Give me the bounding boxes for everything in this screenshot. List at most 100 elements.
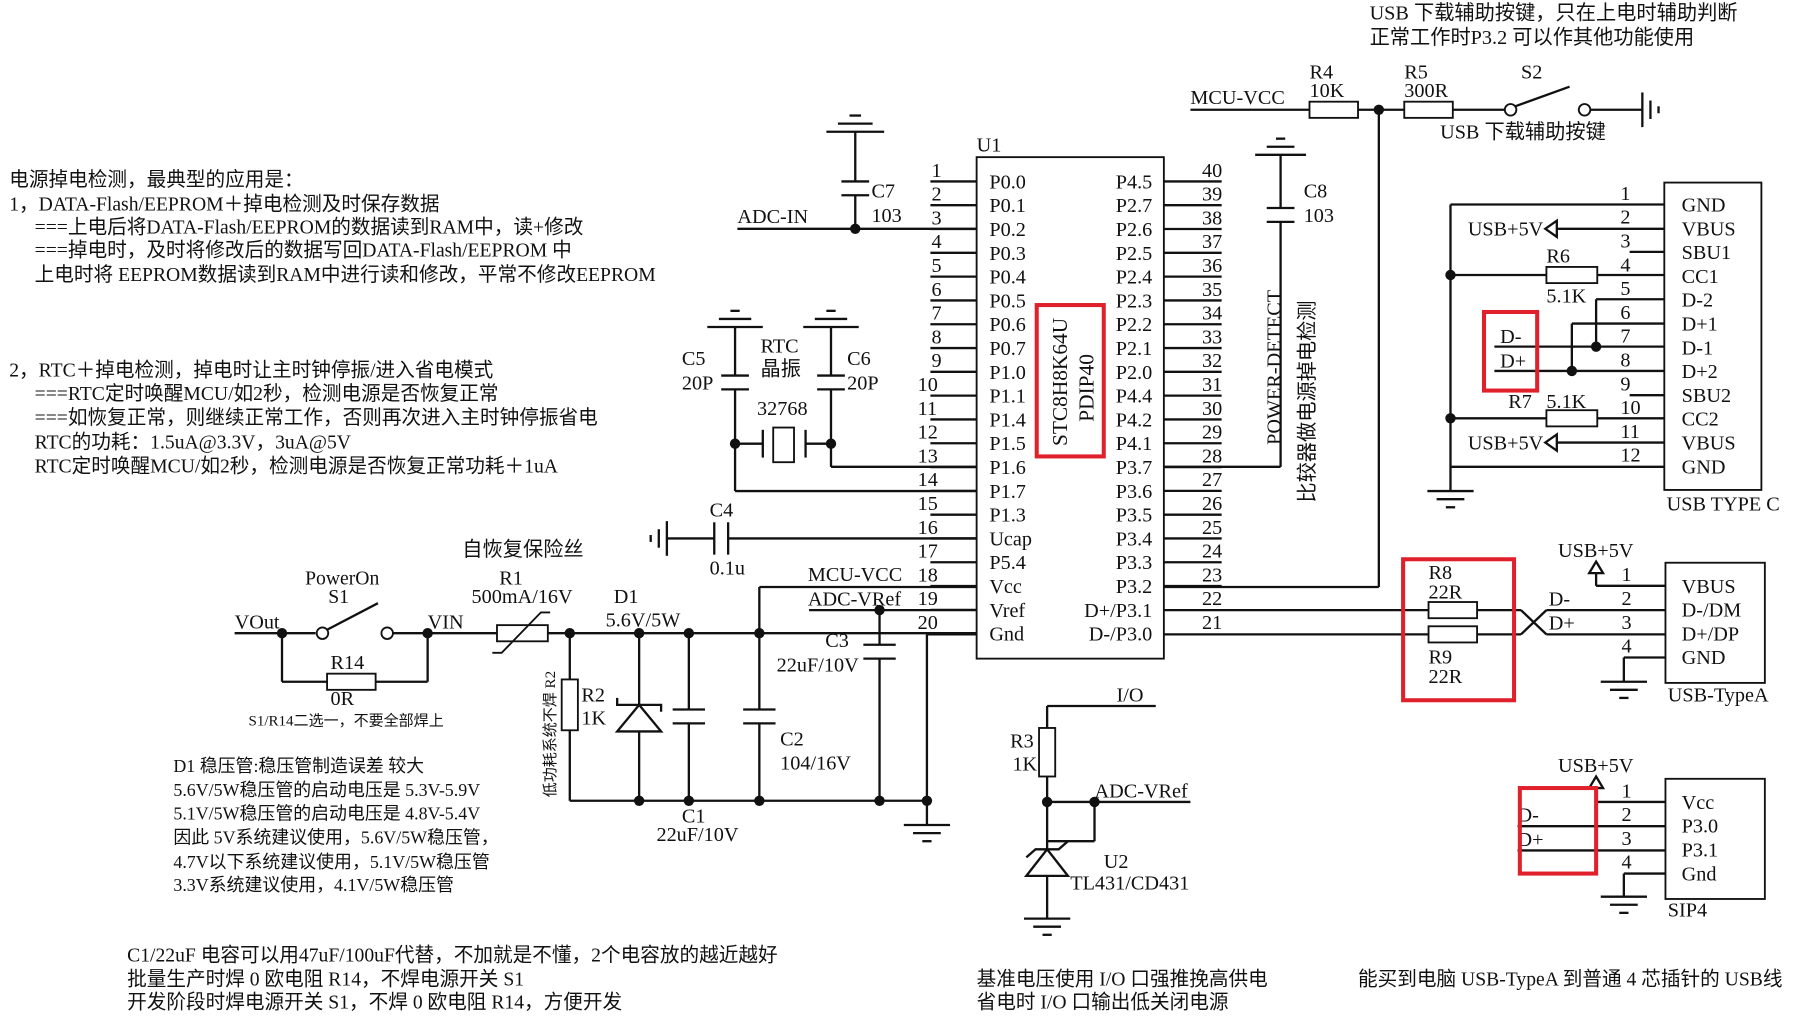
mcu-pin-name: P2.5 [1116,243,1153,265]
typea-pin-number: 1 [1622,564,1632,586]
d1-ref: D1 [614,586,639,608]
typec-pin-number: 11 [1620,421,1639,443]
mcu-pin-name: P0.7 [989,338,1026,360]
power-input-circuit: VOut VIN PowerOn S1 R14 0R S1/R14二选一，不要全… [234,538,977,846]
typec-title: USB TYPE C [1667,494,1780,516]
typec-pin-number: 8 [1620,350,1630,372]
typec-pin-name: D-2 [1682,290,1713,312]
r1-ref: R1 [499,568,523,590]
net-adc-vref-u2: ADC-VRef [1095,780,1188,802]
mcu-pin-name: P0.4 [989,267,1026,289]
mcu-pin-number: 35 [1202,279,1222,301]
note-line: 2，RTC＋掉电检测，掉电时让主时钟停振/进入省电模式 [9,360,493,382]
c1-ref: C1 [682,806,706,828]
r3-ref: R3 [1010,731,1034,753]
mcu-pin-name: P1.5 [989,433,1026,455]
note-line: 基准电压使用 I/O 口强推挽高供电 [977,969,1268,991]
typec-pin-name: D+1 [1682,313,1718,335]
sip4-pin-number: 4 [1622,852,1632,874]
mcu-pin-number: 3 [932,207,942,229]
r9-ref: R9 [1429,646,1453,668]
mcu-part: STC8H8K64U [1048,318,1072,446]
mcu-pin-name: P2.3 [1116,290,1153,312]
mcu-pin-number: 10 [918,374,938,396]
mcu-pin-number: 14 [918,469,938,491]
d1-value: 5.6V/5W [606,609,682,631]
mcu-pin-number: 26 [1202,493,1222,515]
mcu-pin-number: 9 [932,350,942,372]
u2-ref: U2 [1104,851,1129,873]
typea-net-usb5v: USB+5V [1558,540,1634,562]
r2-value: 1K [581,708,606,730]
xtal-value: 32768 [757,398,808,420]
net-vin: VIN [428,612,464,634]
c7-ref: C7 [871,181,895,203]
mcu-pin-name: P4.5 [1116,171,1153,193]
sip4-dpdm-highlight [1517,786,1599,876]
mcu-pin-number: 32 [1202,350,1222,372]
xtal-label-cn: 晶振 [760,358,800,381]
usb-type-c-connector: 1GND2VBUS3SBU14CC15D-26D+17D-18D+29SBU21… [1427,181,1780,516]
r2-ref: R2 [581,684,605,706]
note-line: RTC定时唤醒MCU/如2秒，检测电源是否恢复正常功耗＋1uA [35,456,559,478]
mcu-pin-number: 12 [918,422,938,444]
s1-r14-note: S1/R14二选一，不要全部焊上 [248,712,443,730]
net-power-detect: POWER-DETECT [1264,289,1286,445]
mcu-pin-number: 15 [918,493,938,515]
c2-value: 104/16V [780,753,851,775]
mcu-pin-name: P2.4 [1116,267,1153,289]
note-line: 开发阶段时焊电源开关 S1，不焊 0 欧电阻 R14，方便开发 [127,992,622,1014]
sip4-pin-name: Vcc [1682,792,1715,814]
mcu-pin-name: P1.1 [989,386,1026,408]
mcu-pin-number: 19 [918,588,938,610]
typec-pin-name: SBU1 [1682,242,1731,264]
sip4-title: SIP4 [1668,899,1707,921]
typea-pin-name: D-/DM [1682,600,1742,622]
mcu-pin-name: P0.6 [989,314,1026,336]
mcu-pin-number: 23 [1202,564,1222,586]
mcu-pin-name: D-/P3.0 [1089,624,1152,646]
typea-pin-name: D+/DP [1682,623,1739,645]
mcu-pin-number: 1 [932,160,942,182]
mcu-pin-number: 8 [932,326,942,348]
note-power-detect: 电源掉电检测，最典型的应用是： 1，DATA-Flash/EEPROM＋掉电检测… [9,169,655,286]
fuse-label: 自恢复保险丝 [462,538,583,561]
mcu-pin-name: P3.3 [1116,552,1153,574]
r7-ref: R7 [1508,391,1532,413]
typec-net-dminus: D- [1500,326,1521,348]
usb-type-a-connector: R8 22R R9 22R D- D+ 1VBUS2D-/DM3D+/DP4GN… [1163,540,1769,706]
typea-pin-name: VBUS [1682,576,1736,598]
mcu-pin-name: P3.2 [1116,576,1153,598]
typec-pin-number: 10 [1620,397,1640,419]
note-line: 4.7V以下系统建议使用，5.1V/5W稳压管 [173,852,489,872]
typec-pin-number: 5 [1620,278,1630,300]
r6-value: 5.1K [1546,286,1586,308]
mcu-pin-name: P2.7 [1116,195,1153,217]
net-adc-vref: ADC-VRef [808,588,901,610]
net-vout: VOut [235,612,280,634]
typec-pin-number: 6 [1620,302,1630,324]
sip4-net-usb5v: USB+5V [1558,755,1634,777]
sip4-pin-name: P3.1 [1682,839,1719,861]
note-line: RTC的功耗：1.5uA@3.3V，3uA@5V [35,431,351,453]
mcu-pin-name: P3.4 [1116,528,1153,550]
sip4-pin-number: 3 [1622,828,1632,850]
mcu-pin-number: 37 [1202,231,1222,253]
mcu-pin-number: 16 [918,517,938,539]
mcu-pin-name: Gnd [989,624,1024,646]
sip4-pin-number: 2 [1622,804,1632,826]
net-mcu-vcc: MCU-VCC [808,564,902,586]
c6-ref: C6 [847,348,871,370]
mcu-pin-number: 30 [1202,398,1222,420]
note-line: 省电时 I/O 口输出低关闭电源 [977,992,1229,1014]
typec-pin-number: 1 [1620,183,1630,205]
mcu-pin-name: Vcc [989,576,1022,598]
note-line: 5.6V/5W稳压管的启动电压是 5.3V-5.9V [173,780,480,800]
mcu-pin-number: 28 [1202,445,1222,467]
typec-pin-name: CC1 [1682,266,1719,288]
c6-value: 20P [847,372,878,394]
u2-value: TL431/CD431 [1070,873,1189,895]
mcu-pin-number: 25 [1202,517,1222,539]
typec-pin-number: 3 [1620,231,1630,253]
